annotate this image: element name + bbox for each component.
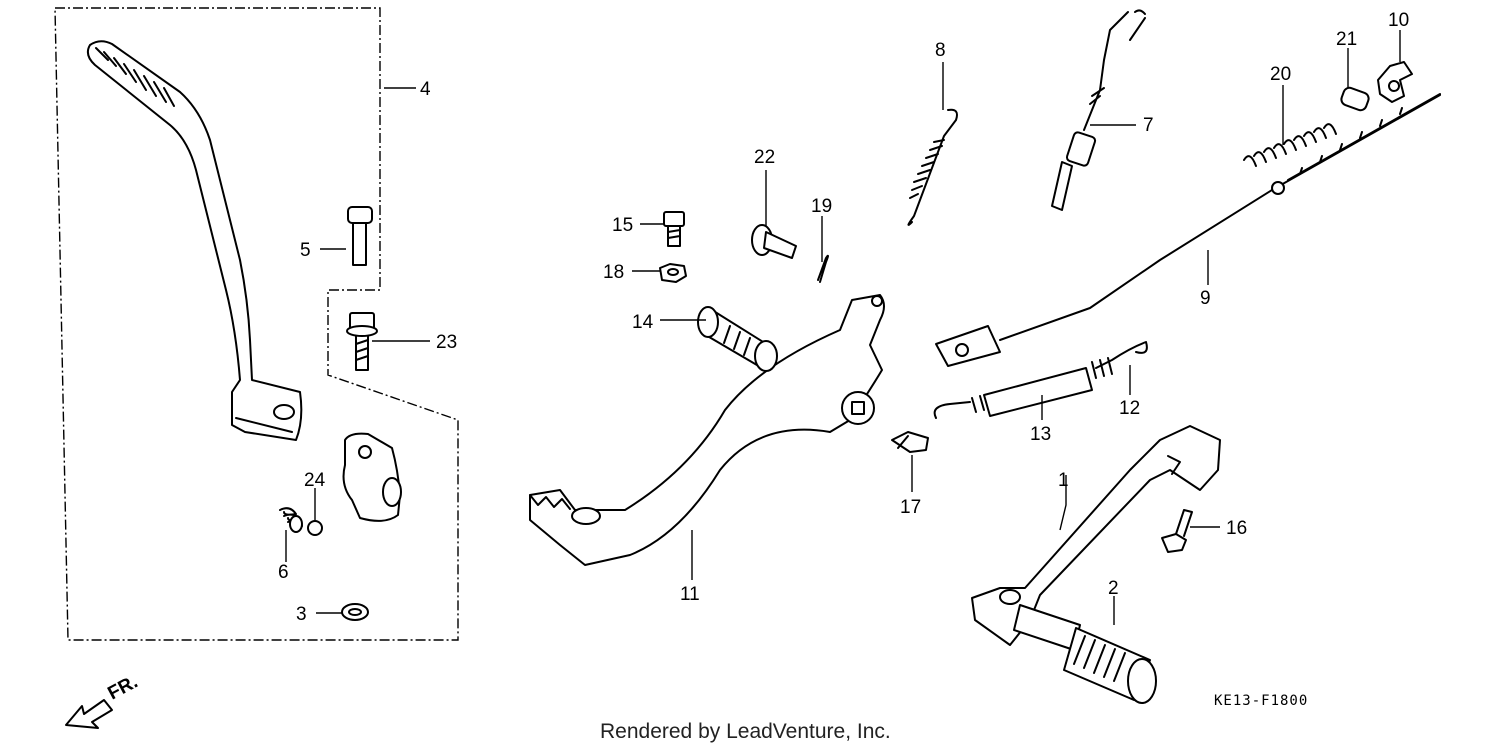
diagram-code: KE13-F1800 — [1214, 693, 1308, 709]
callout-19: 19 — [811, 196, 832, 217]
callout-14: 14 — [632, 312, 654, 333]
adjusting-nut-10[interactable] — [1377, 61, 1413, 103]
callout-24: 24 — [304, 470, 326, 491]
bolt-5[interactable] — [347, 206, 373, 266]
callout-3: 3 — [296, 604, 307, 625]
callout-8: 8 — [935, 40, 946, 61]
callout-labels: 4 5 23 24 6 3 15 18 14 22 19 8 7 9 20 21… — [278, 10, 1409, 625]
render-credit: Rendered by LeadVenture, Inc. — [600, 720, 891, 743]
nut-18[interactable] — [659, 263, 687, 283]
callout-22: 22 — [754, 147, 775, 168]
brake-rod-9[interactable] — [935, 93, 1441, 367]
flange-bolt-23[interactable] — [346, 312, 378, 371]
steel-ball-24[interactable] — [307, 520, 323, 536]
bolt-15[interactable] — [663, 211, 685, 247]
callout-10: 10 — [1388, 10, 1409, 31]
shift-pedal-rubber[interactable] — [1013, 604, 1157, 704]
callout-2: 2 — [1108, 578, 1119, 599]
callout-9: 9 — [1200, 288, 1211, 309]
cotter-pin-19[interactable] — [817, 254, 829, 283]
callout-6: 6 — [278, 562, 289, 583]
callout-1: 1 — [1058, 470, 1069, 491]
callout-21: 21 — [1336, 29, 1357, 50]
spring-20[interactable] — [1243, 123, 1337, 167]
stop-switch-7[interactable] — [1051, 9, 1146, 211]
leader-lines — [285, 30, 1401, 625]
callout-5: 5 — [300, 240, 311, 261]
shift-pedal[interactable] — [971, 425, 1221, 646]
callout-11: 11 — [680, 584, 700, 605]
callout-18: 18 — [603, 262, 624, 283]
brake-pedal[interactable] — [529, 294, 885, 566]
pin-22[interactable] — [751, 224, 797, 259]
front-direction-arrow: FR. — [65, 672, 141, 729]
spring-6[interactable] — [279, 507, 303, 533]
callout-12: 12 — [1119, 398, 1140, 419]
callout-20: 20 — [1270, 64, 1291, 85]
kick-starter-collar[interactable] — [342, 432, 402, 522]
circlip-3[interactable] — [341, 603, 369, 621]
pivot-shaft-14[interactable] — [697, 306, 778, 372]
callout-13: 13 — [1030, 424, 1051, 445]
kick-starter-arm[interactable] — [86, 40, 303, 441]
bolt-17[interactable] — [891, 431, 929, 453]
kick-starter-group-outline — [54, 7, 459, 641]
callout-7: 7 — [1143, 115, 1154, 136]
callout-16: 16 — [1226, 518, 1247, 539]
direction-label: FR. — [104, 672, 141, 705]
bolt-16[interactable] — [1161, 509, 1193, 553]
spring-8[interactable] — [907, 108, 958, 226]
callout-4: 4 — [420, 79, 431, 100]
callout-15: 15 — [612, 215, 633, 236]
callout-17: 17 — [900, 497, 921, 518]
joint-21[interactable] — [1340, 86, 1371, 112]
return-spring-12-13[interactable] — [933, 341, 1148, 419]
callout-23: 23 — [436, 332, 457, 353]
